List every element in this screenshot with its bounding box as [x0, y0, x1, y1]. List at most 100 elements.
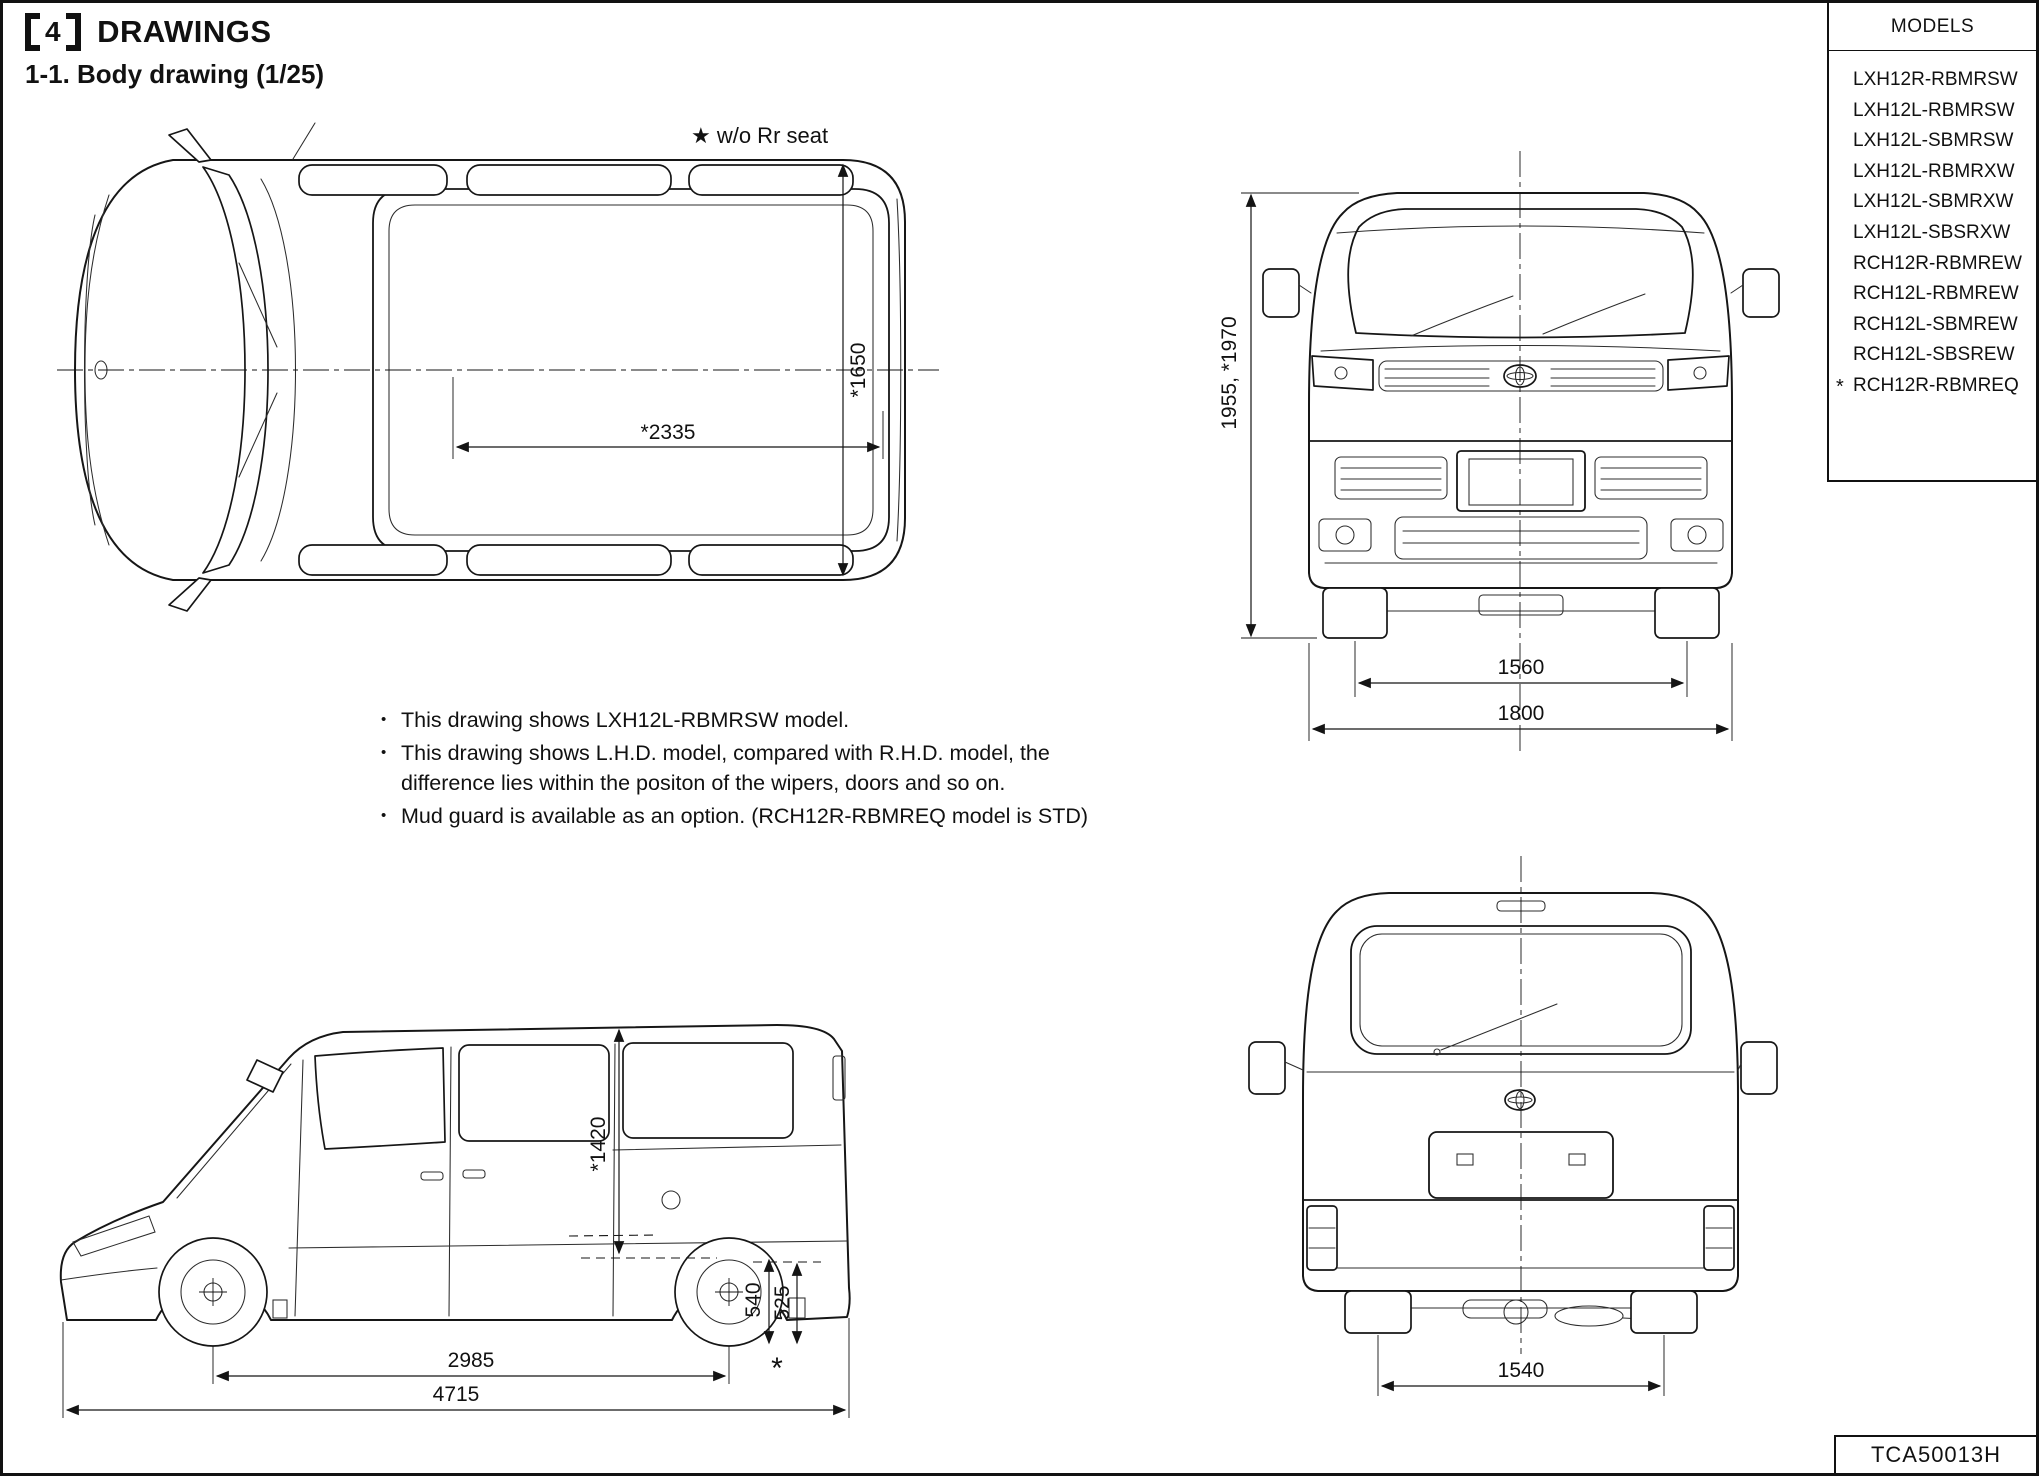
door-mirrors-front-view — [1262, 268, 1780, 318]
page-title: 4 DRAWINGS — [25, 13, 324, 51]
right-lenticular-bracket — [66, 13, 82, 51]
dim-label-front-width: 1800 — [1498, 702, 1545, 725]
dim-top-interior-width: *1650 — [837, 163, 870, 577]
dim-label-top-width: *1650 — [847, 343, 870, 398]
front-wheels — [1322, 587, 1720, 639]
star-footnote: ★ w/o Rr seat — [691, 123, 829, 148]
notes-block: • This drawing shows LXH12L-RBMRSW model.… — [381, 705, 1103, 833]
dim-side-wheelbase: 2985 — [212, 1346, 730, 1384]
sliding-door-rail — [612, 1144, 842, 1151]
model-list-item: RCH12L-SBSREW — [1853, 340, 2036, 371]
model-list-item: LXH12L-SBMRSW — [1853, 126, 2036, 157]
front-bumper — [1308, 440, 1733, 564]
note-bullet: • — [381, 711, 387, 728]
model-list-item: LXH12L-RBMRSW — [1853, 96, 2036, 127]
rear-toyota-emblem — [1504, 1089, 1536, 1111]
doc-code: TCA50013H — [1870, 1442, 2002, 1467]
model-list-item: LXH12R-RBMRSW — [1853, 65, 2036, 96]
dim-front-overall-width: 1800 — [1308, 643, 1733, 741]
dim-label-wheelbase: 2985 — [448, 1349, 495, 1372]
models-panel: MODELS LXH12R-RBMRSW LXH12L-RBMRSW LXH12… — [1827, 3, 2036, 482]
rear-wheels — [1344, 1290, 1698, 1334]
note-bullet: • — [381, 743, 387, 761]
model-label: RCH12L-SBMREW — [1853, 313, 2018, 335]
dim-label-floor-525: 525 — [771, 1285, 794, 1320]
wipers — [1410, 293, 1646, 337]
left-lenticular-bracket — [25, 13, 40, 51]
dim-side-interior-height: *1420 — [587, 1028, 625, 1255]
rear-bumper — [1302, 1199, 1739, 1269]
dim-label-front-height: 1955, *1970 — [1218, 316, 1241, 429]
note-item: • This drawing shows LXH12L-RBMRSW model. — [381, 705, 1103, 736]
note-item: • Mud guard is available as an option. (R… — [381, 801, 1103, 832]
page-subtitle: 1-1. Body drawing (1/25) — [25, 59, 325, 89]
rear-wiper — [1440, 1003, 1558, 1051]
muffler — [1554, 1305, 1624, 1327]
floor-line — [581, 1257, 821, 1263]
model-list-item: LXH12L-SBMRXW — [1853, 187, 2036, 218]
model-list-item: LXH12L-SBSRXW — [1853, 218, 2036, 249]
model-list-item: RCH12L-RBMREW — [1853, 279, 2036, 310]
model-label: LXH12R-RBMRSW — [1853, 69, 2018, 90]
note-text: Mud guard is available as an option. (RC… — [401, 803, 1089, 828]
headlamp-side — [72, 1215, 156, 1257]
side-view-drawing: *1420 540 525 * 2985 4715 — [59, 1024, 851, 1418]
model-star-mark: * — [1836, 375, 1844, 398]
front-door-window — [314, 1047, 446, 1150]
dim-side-overall-length: 4715 — [62, 1318, 850, 1418]
taillights — [1306, 1205, 1735, 1271]
dim-top-interior-length: *2335 — [452, 377, 884, 459]
note-bullet: • — [381, 806, 387, 824]
rear-wheel — [674, 1237, 784, 1347]
van-rear-body — [1248, 892, 1778, 1334]
note-text: This drawing shows LXH12L-RBMRSW model. — [401, 708, 850, 732]
front-door-handle — [420, 1171, 444, 1181]
rear-quarter-window — [622, 1042, 794, 1139]
model-list-item-starred: *RCH12R-RBMREQ — [1836, 371, 2036, 402]
model-list-item: RCH12R-RBMREW — [1853, 249, 2036, 280]
floor-dim-star-mark: * — [771, 1352, 783, 1385]
note-item: • This drawing shows L.H.D. model, compar… — [381, 738, 1103, 799]
van-top-body — [74, 122, 906, 612]
model-label: RCH12L-SBSREW — [1853, 344, 2015, 366]
doc-code-box: TCA50013H — [1834, 1435, 2036, 1473]
sliding-door-window — [458, 1044, 610, 1142]
rear-view-drawing: 1540 — [1248, 856, 1778, 1396]
model-label: RCH12R-RBMREW — [1853, 252, 2022, 274]
door-mirror-side-view — [246, 1059, 284, 1093]
model-label: RCH12L-RBMREW — [1853, 283, 2019, 305]
windshield — [1347, 208, 1694, 339]
van-side-body — [59, 1024, 851, 1347]
dim-front-track: 1560 — [1354, 641, 1688, 697]
top-view-drawing: *2335 *1650 — [57, 122, 939, 612]
model-label: LXH12L-SBSRXW — [1853, 221, 2011, 243]
left-mirror-top-view — [168, 128, 212, 163]
headlights — [1311, 355, 1730, 391]
model-label: LXH12L-SBMRSW — [1853, 130, 2014, 152]
sliding-door-handle — [462, 1169, 486, 1179]
grille — [1378, 360, 1664, 392]
antenna — [292, 122, 316, 160]
dim-side-floor-heights: 540 525 * — [742, 1258, 803, 1385]
front-wheel — [158, 1237, 268, 1347]
door-mirrors-rear-view — [1248, 1041, 1778, 1095]
rear-lamp-side — [832, 1055, 846, 1101]
page-title-text: DRAWINGS — [97, 14, 272, 49]
note-text: This drawing shows L.H.D. model, compare… — [401, 740, 1050, 796]
models-panel-header: MODELS — [1829, 3, 2036, 51]
right-mirror-top-view — [168, 577, 212, 612]
fuel-cap — [661, 1190, 681, 1210]
dim-label-floor-540: 540 — [742, 1282, 765, 1317]
title-block: 4 DRAWINGS 1-1. Body drawing (1/25) — [25, 13, 324, 90]
model-label: LXH12L-RBMRSW — [1853, 99, 2015, 121]
section-number: 4 — [45, 16, 62, 47]
dim-label-overall-length: 4715 — [433, 1383, 480, 1406]
front-mud-flap — [272, 1299, 288, 1319]
dim-label-interior-height: *1420 — [587, 1117, 610, 1172]
dim-rear-track: 1540 — [1377, 1335, 1665, 1396]
model-list-item: RCH12L-SBMREW — [1853, 310, 2036, 341]
license-plate — [1468, 458, 1574, 506]
dim-front-height: 1955, *1970 — [1218, 192, 1359, 639]
front-view-drawing: 1955, *1970 1560 1800 — [1218, 151, 1780, 751]
